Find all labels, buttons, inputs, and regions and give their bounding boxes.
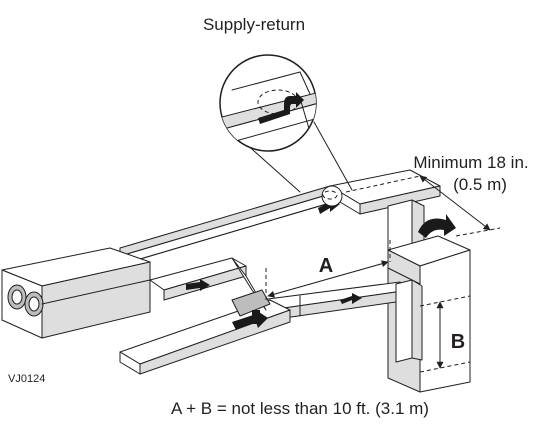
elbow-duct [149,257,271,317]
minimum-metric-label: (0.5 m) [453,175,507,194]
dimension-a: A [265,240,391,300]
detail-callout-icon [219,54,353,207]
minimum-distance-dimension: Minimum 18 in. (0.5 m) [345,153,529,237]
ventilation-unit [1,247,151,339]
unit-port-left [7,284,27,310]
title-supply-return: Supply-return [203,15,305,34]
minimum-label: Minimum 18 in. [413,153,528,172]
dimension-b: B [419,295,471,373]
dimension-b-label: B [451,331,465,353]
equation-caption: A + B = not less than 10 ft. (3.1 m) [171,399,429,418]
upper-duct [119,185,341,263]
unit-port-right [24,291,44,317]
dimension-a-label: A [319,255,333,277]
figure-code: VJ0124 [8,373,45,385]
